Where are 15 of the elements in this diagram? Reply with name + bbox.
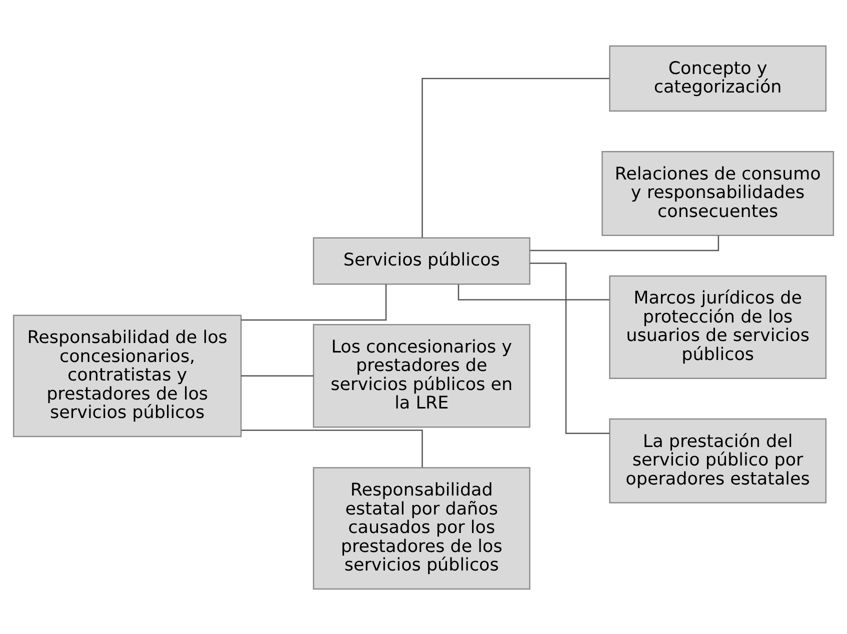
node-box: Concepto y categorización	[609, 44, 827, 112]
connector	[241, 374, 314, 376]
connector	[241, 429, 423, 467]
node-box: Relaciones de consumo y responsabilidades consecuentes	[602, 150, 834, 236]
node-box: Los concesionarios y prestadores de servicios públicos en la LRE	[312, 324, 530, 428]
node-box: Responsabilidad estatal por daños causados por los prestadores de los servicios públicos	[312, 466, 530, 590]
connector	[530, 262, 610, 434]
node-box: La prestación del servicio público por operadores estatales	[609, 418, 827, 503]
connector	[241, 284, 387, 320]
node-box: Responsabilidad de los concesionarios, contratistas y prestadores de los servicios públicos	[12, 314, 242, 437]
node-box: Servicios públicos	[312, 236, 530, 284]
connector	[530, 235, 720, 251]
connector	[422, 77, 610, 237]
connector	[458, 284, 610, 300]
node-box: Marcos jurídicos de protección de los usuarios de servicios públicos	[609, 274, 827, 379]
